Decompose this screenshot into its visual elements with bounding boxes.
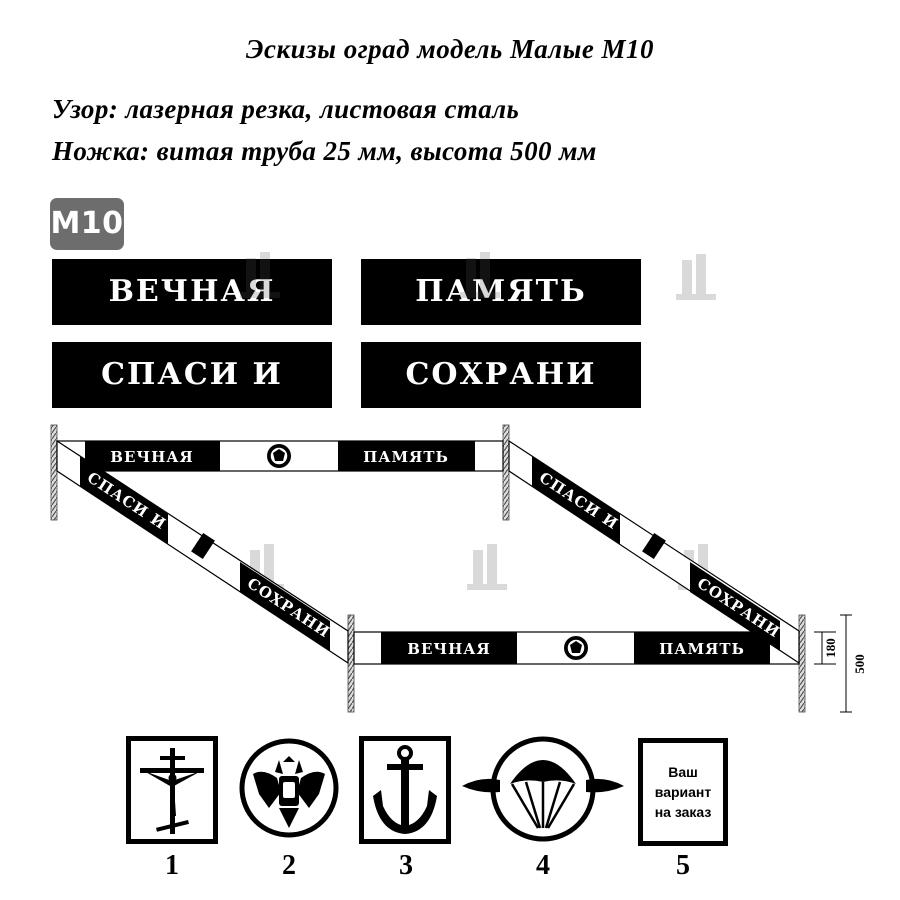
symbol-number: 3 [399, 850, 413, 881]
panel-spasi-i: СПАСИ И [52, 342, 332, 408]
anchor-icon [359, 736, 451, 844]
fence-drawing: ВЕЧНАЯ ПАМЯТЬ ВЕЧНАЯ ПАМЯТЬ СПАСИ И СОХР… [50, 424, 867, 713]
dimension-label: 180 [823, 638, 838, 658]
paratrooper-emblem-icon [462, 736, 624, 842]
fence-band-back: ВЕЧНАЯ ПАМЯТЬ [56, 440, 504, 472]
fence-band-right: СПАСИ И СОХРАНИ [508, 439, 800, 665]
fence-band-front: ВЕЧНАЯ ПАМЯТЬ [353, 631, 800, 665]
custom-variant-line: вариант [654, 784, 712, 800]
band-text: ПАМЯТЬ [659, 640, 745, 658]
fence-leg [502, 424, 510, 521]
custom-variant-box: Ваш вариант на заказ [638, 738, 728, 846]
watermark-logo-icon [467, 544, 507, 590]
watermark-logo-icon [676, 254, 716, 300]
crucifix-icon [126, 736, 218, 844]
spec-pattern: Узор: лазерная резка, листовая сталь [52, 94, 520, 124]
panel-sokhrani: СОХРАНИ [361, 342, 641, 408]
panel-vechnaya: ВЕЧНАЯ [52, 259, 332, 325]
custom-variant-line: Ваш [668, 764, 698, 780]
symbol-number: 1 [165, 850, 179, 881]
symbol-number: 4 [536, 850, 550, 881]
panel-pamyat: ПАМЯТЬ [361, 259, 641, 325]
symbol-number: 2 [282, 850, 296, 881]
fence-leg [347, 614, 355, 713]
dimension-leg-height: 500 [840, 614, 867, 713]
page-title: Эскизы оград модель Малые М10 [245, 34, 655, 64]
model-badge: M10 [50, 198, 124, 250]
band-text: ПАМЯТЬ [363, 448, 449, 466]
fence-band-left: СПАСИ И СОХРАНИ [56, 439, 349, 665]
double-headed-eagle-icon [239, 738, 339, 838]
band-text: ВЕЧНАЯ [407, 640, 490, 658]
watermark-logo-icon [240, 252, 280, 298]
band-text: ВЕЧНАЯ [110, 448, 193, 466]
band-text: СПАСИ И [84, 468, 170, 533]
fence-leg [798, 614, 806, 713]
watermark-logo-icon [460, 252, 500, 298]
symbol-number: 5 [676, 850, 690, 881]
spec-leg: Ножка: витая труба 25 мм, высота 500 мм [52, 136, 597, 166]
dimension-band-height: 180 [814, 631, 838, 665]
dimension-label: 500 [852, 654, 867, 674]
band-text: СОХРАНИ [244, 574, 334, 642]
band-text: СПАСИ И [536, 468, 622, 533]
fence-leg [50, 424, 58, 521]
custom-variant-line: на заказ [654, 804, 712, 820]
